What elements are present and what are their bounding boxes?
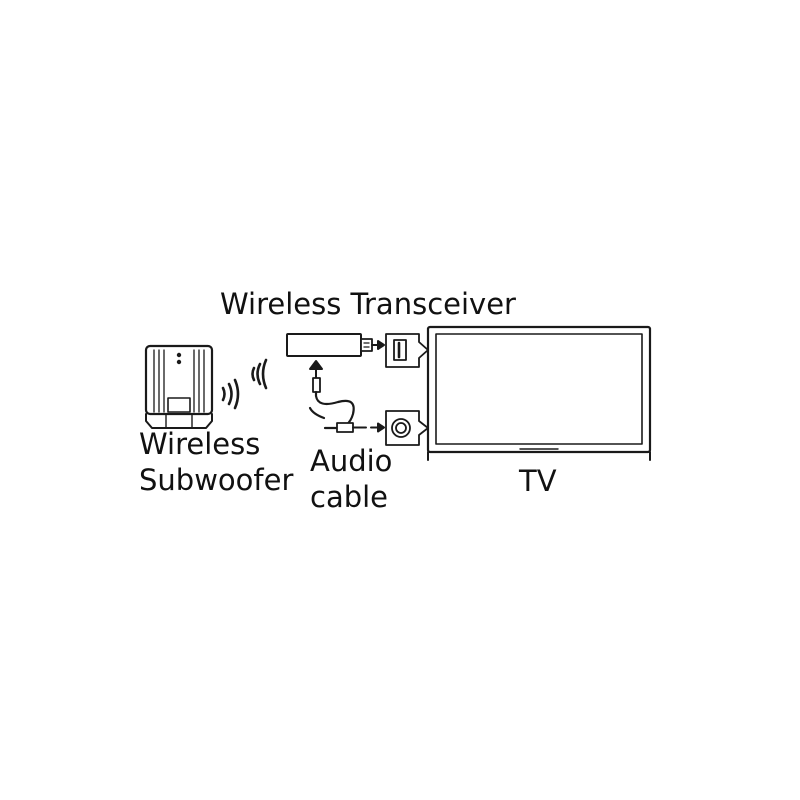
tv-icon <box>426 325 652 461</box>
wireless-subwoofer-label-line1: Wireless <box>139 427 261 461</box>
wireless-subwoofer-label-line2: Subwoofer <box>139 463 294 497</box>
wireless-transceiver-label: Wireless Transceiver <box>220 287 516 321</box>
audio-cable-label-line1: Audio <box>310 444 393 478</box>
usb-transceiver-icon <box>286 333 385 357</box>
subwoofer-icon <box>144 344 214 429</box>
audio-cable-label-line2: cable <box>310 480 389 514</box>
audio-cable <box>308 360 385 433</box>
tv-label: TV <box>519 464 557 498</box>
usb-port-icon <box>385 333 429 368</box>
wireless-signal-icon <box>221 358 268 410</box>
audio-jack-icon <box>385 410 429 446</box>
